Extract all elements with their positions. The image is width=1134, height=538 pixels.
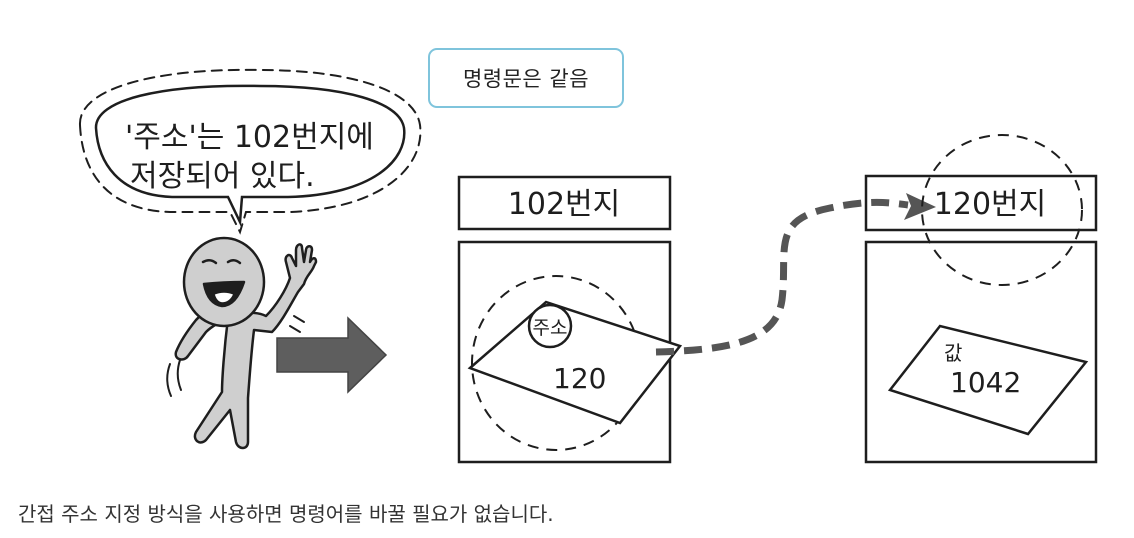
pointer-arrow-path bbox=[655, 198, 909, 356]
callout-box: 명령문은 같음 bbox=[428, 48, 624, 108]
right-tag-label: 값 bbox=[944, 341, 962, 365]
character bbox=[166, 236, 318, 450]
right-header-box bbox=[864, 174, 1098, 232]
right-card bbox=[887, 324, 1089, 436]
left-card bbox=[467, 300, 683, 425]
motion-line-1 bbox=[176, 359, 182, 391]
right-dashed-ellipse bbox=[921, 134, 1083, 286]
character-tongue bbox=[213, 291, 235, 304]
motion-line-2 bbox=[166, 363, 172, 397]
pointer-arrowhead bbox=[904, 193, 936, 220]
left-header-box bbox=[457, 175, 672, 231]
left-card-value: 120 bbox=[553, 362, 606, 395]
left-tag-circle bbox=[527, 303, 573, 349]
speech-bubble-outer-dashed bbox=[78, 68, 422, 235]
right-card-value: 1042 bbox=[950, 366, 1021, 399]
right-header-label: 120번지 bbox=[934, 187, 1046, 222]
motion-line-4 bbox=[289, 325, 301, 333]
right-memory-cell bbox=[864, 134, 1098, 464]
caption: 간접 주소 지정 방식을 사용하면 명령어를 바꿀 필요가 없습니다. bbox=[18, 502, 554, 526]
character-body bbox=[174, 243, 318, 450]
speech-bubble bbox=[78, 68, 422, 235]
left-tag-label: 주소 bbox=[533, 317, 568, 339]
speech-line-1: '주소'는 102번지에 bbox=[125, 120, 374, 155]
speech-line-2: 저장되어 있다. bbox=[130, 159, 315, 194]
speech-bubble-inner bbox=[94, 84, 406, 227]
left-memory-cell bbox=[457, 175, 683, 464]
big-arrow bbox=[276, 316, 388, 394]
character-left-eye bbox=[201, 259, 218, 265]
motion-line-3 bbox=[293, 315, 305, 323]
right-body-box bbox=[864, 240, 1098, 464]
left-header-label: 102번지 bbox=[508, 187, 620, 222]
character-right-eye bbox=[226, 259, 242, 265]
